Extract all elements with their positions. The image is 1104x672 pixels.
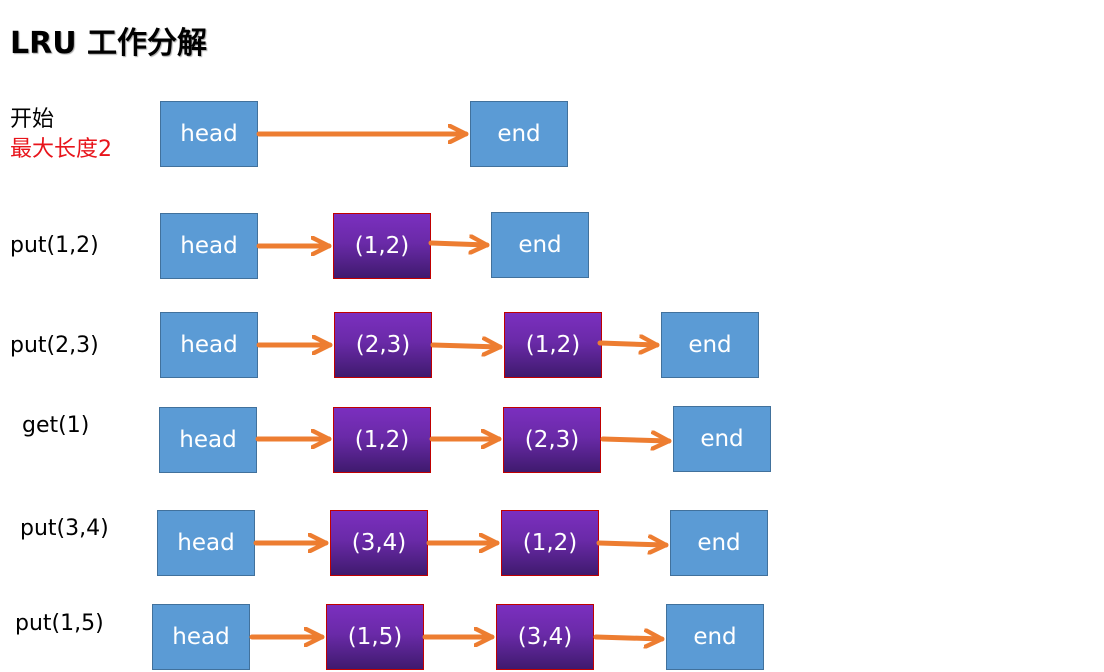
row-2-node-head: head bbox=[160, 312, 258, 378]
row-5-node-head: head bbox=[152, 604, 250, 670]
row-2-node-entry-1: (2,3) bbox=[334, 312, 432, 378]
row-3-arrow-3 bbox=[600, 439, 672, 441]
row-5-label: put(1,5) bbox=[15, 611, 104, 636]
row-4-node-entry-1: (3,4) bbox=[330, 510, 428, 576]
row-0-sublabel: 最大长度2 bbox=[10, 137, 112, 162]
row-4-label: put(3,4) bbox=[20, 516, 109, 541]
row-2-arrow-3 bbox=[597, 343, 660, 345]
row-3-node-end: end bbox=[673, 406, 771, 472]
row-1-node-head: head bbox=[160, 213, 258, 279]
row-4-node-entry-2: (1,2) bbox=[501, 510, 599, 576]
row-5-node-entry-2: (3,4) bbox=[496, 604, 594, 670]
row-3-node-entry-2: (2,3) bbox=[503, 407, 601, 473]
row-2-node-entry-2: (1,2) bbox=[504, 312, 602, 378]
row-4-node-head: head bbox=[157, 510, 255, 576]
row-1-arrow-2 bbox=[428, 243, 490, 245]
row-4-node-end: end bbox=[670, 510, 768, 576]
row-2-label: put(2,3) bbox=[10, 333, 99, 358]
row-0-label: 开始 bbox=[10, 107, 55, 132]
row-2-node-end: end bbox=[661, 312, 759, 378]
row-2-arrow-2 bbox=[430, 345, 503, 347]
row-5-node-end: end bbox=[666, 604, 764, 670]
row-0-node-end: end bbox=[470, 101, 568, 167]
row-3-label: get(1) bbox=[22, 413, 90, 438]
row-1-node-entry-1: (1,2) bbox=[333, 213, 431, 279]
row-4-arrow-3 bbox=[596, 543, 669, 545]
row-5-arrow-3 bbox=[593, 637, 665, 639]
row-5-node-entry-1: (1,5) bbox=[326, 604, 424, 670]
row-1-label: put(1,2) bbox=[10, 233, 99, 258]
row-1-node-end: end bbox=[491, 212, 589, 278]
page-title: LRU 工作分解 bbox=[10, 26, 208, 61]
